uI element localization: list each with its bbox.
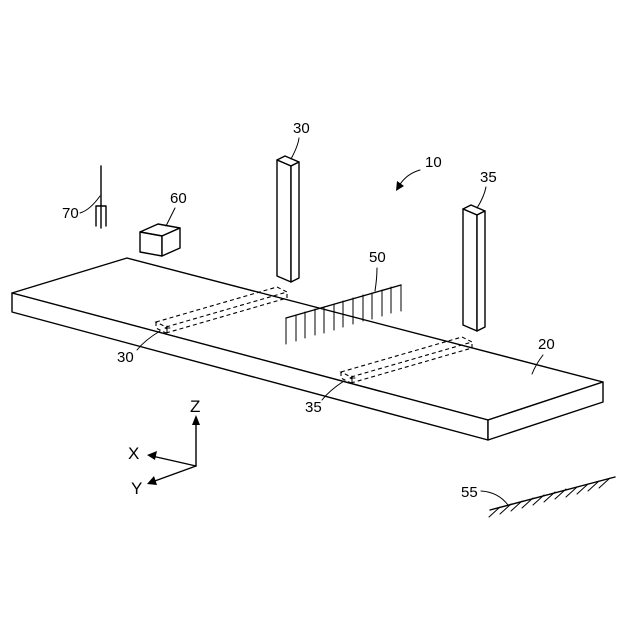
label-20: 20 bbox=[538, 336, 555, 353]
tool-70 bbox=[96, 166, 106, 228]
label-70: 70 bbox=[62, 205, 79, 222]
label-35-bottom: 35 bbox=[305, 399, 322, 416]
axis-label-x: X bbox=[128, 444, 139, 463]
leader-50 bbox=[375, 268, 377, 291]
leader-30-top bbox=[291, 138, 299, 159]
box-60 bbox=[140, 224, 180, 256]
leader-60 bbox=[166, 208, 175, 226]
label-60: 60 bbox=[170, 190, 187, 207]
leader-55 bbox=[481, 491, 508, 505]
axis-label-y: Y bbox=[131, 479, 142, 498]
device-arrow-icon bbox=[396, 170, 420, 191]
label-30-top: 30 bbox=[293, 120, 310, 137]
z-arrow-icon bbox=[192, 415, 200, 425]
comb-55 bbox=[489, 477, 615, 517]
leader-35-top bbox=[477, 187, 486, 208]
y-arrow-icon bbox=[147, 476, 157, 485]
column-35 bbox=[463, 205, 485, 331]
leader-70 bbox=[80, 196, 100, 213]
x-arrow-icon bbox=[147, 451, 157, 460]
column-30 bbox=[277, 156, 299, 282]
label-50: 50 bbox=[369, 249, 386, 266]
axis-label-z: Z bbox=[190, 397, 200, 416]
label-55: 55 bbox=[461, 484, 478, 501]
label-35-top: 35 bbox=[480, 169, 497, 186]
label-10: 10 bbox=[425, 154, 442, 171]
label-30-bottom: 30 bbox=[117, 349, 134, 366]
axis-triad bbox=[147, 415, 200, 485]
